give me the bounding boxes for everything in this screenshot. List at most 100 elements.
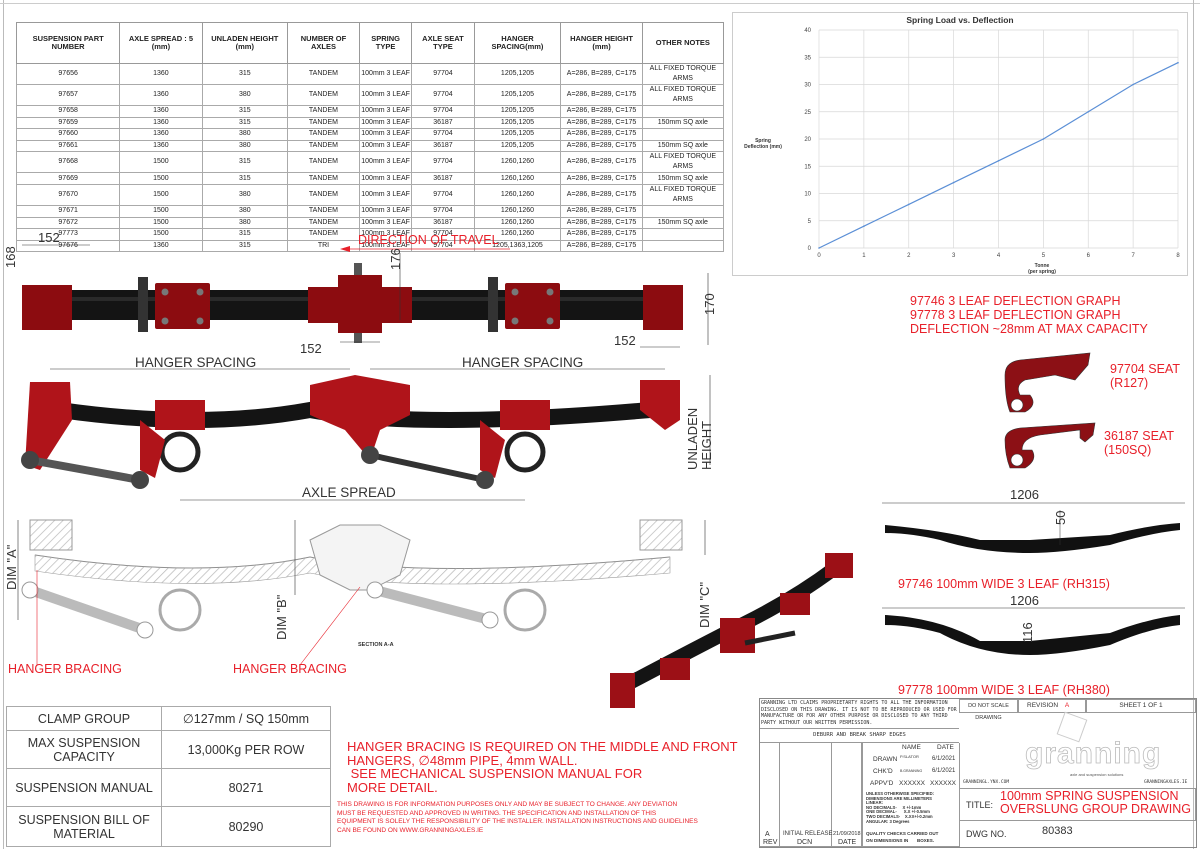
rear-axle-ubolt: [504, 431, 546, 473]
spec-table-cell: 97671: [15, 204, 121, 218]
front-hanger-side: [25, 382, 72, 470]
spec-table-cell: 380: [201, 84, 289, 106]
top-view-drawing: [22, 244, 709, 370]
chart-xtick-label: 6: [1087, 253, 1091, 259]
spec-table-cell: 36187: [411, 139, 475, 153]
website-left-link[interactable]: GRANNINGL.YNX.COM: [963, 780, 1010, 785]
spec-table-cell: 380: [201, 128, 289, 141]
bracing-note-line: SEE MECHANICAL SUSPENSION MANUAL FOR: [347, 766, 643, 781]
axle-spread-label: AXLE SPREAD: [302, 485, 396, 500]
spec-table-cell: ALL FIXED TORQUE ARMS: [641, 63, 725, 85]
spec-table-cell: A=286, B=289, C=175: [560, 84, 643, 106]
chart-xtick-label: 4: [997, 253, 1001, 259]
title-block: GRANNING LTD CLAIMS PROPRIETARTY RIGHTS …: [759, 698, 1197, 848]
spec-table-cell: ALL FIXED TORQUE ARMS: [641, 84, 725, 106]
chart-ytick-label: 15: [804, 164, 811, 170]
website-right-link[interactable]: GRANNINGAXLES.IE: [1144, 780, 1188, 785]
spec-table-cell: A=286, B=289, C=175: [560, 216, 643, 230]
spec-table-cell: 315: [201, 151, 289, 174]
dwg-no-label: DWG NO.: [966, 829, 1007, 839]
suspension-info-table: CLAMP GROUP∅127mm / SQ 150mm MAX SUSPENS…: [6, 706, 331, 847]
spec-table-cell: A=286, B=289, C=175: [560, 116, 643, 130]
disclaimer-line: CAN BE FOUND ON WWW.GRANNINGAXLES.IE: [337, 826, 484, 834]
disclaimer: THIS DRAWING IS FOR INFORMATION PURPOSES…: [337, 801, 698, 835]
hanger-bracing-center-label: HANGER BRACING: [233, 662, 347, 676]
tolerance-line: ANGULAR: 3 Degrees: [866, 818, 910, 824]
spec-table-cell: 100mm 3 LEAF: [358, 105, 413, 118]
chart-data-point: [818, 247, 820, 249]
spec-table-cell: 1500: [119, 216, 203, 230]
spec-table-cell: 1260,1260: [473, 183, 562, 206]
spec-column-header: OTHER NOTES: [641, 22, 725, 64]
spec-column-header: HANGER HEIGHT (mm): [560, 22, 643, 64]
rev-value: A: [765, 831, 770, 838]
sheet-number: SHEET 1 OF 1: [1086, 699, 1196, 713]
seat-97704-label: 97704 SEAT (R127): [1110, 362, 1180, 390]
spring-load-deflection-chart: Spring Load vs. Deflection Spring Deflec…: [732, 12, 1188, 276]
spec-table-cell: 1360: [119, 116, 203, 130]
spec-table-cell: 380: [201, 183, 289, 206]
chart-xlabel-line1: Tonne: [1035, 263, 1050, 269]
spec-table-cell: [641, 128, 725, 141]
spec-table-cell: ALL FIXED TORQUE ARMS: [641, 183, 725, 206]
spring1-length: 1206: [1010, 487, 1039, 502]
spec-table-cell: A=286, B=289, C=175: [560, 228, 643, 241]
spec-table-cell: A=286, B=289, C=175: [560, 183, 643, 206]
chart-data-point: [863, 225, 865, 227]
spec-table-cell: 315: [201, 172, 289, 185]
dim-b-label: DIM "B": [274, 594, 289, 640]
spec-table-cell: 150mm SQ axle: [641, 139, 725, 153]
title-label: TITLE:: [966, 800, 994, 810]
spec-table-cell: TANDEM: [287, 151, 360, 174]
tolerance-line: NO DECIMALS- X +/-1mm: [866, 804, 922, 810]
spec-table-cell: A=286, B=289, C=175: [560, 204, 643, 218]
disclaimer-line: MUST BE REQUESTED AND APPROVED IN WRITIN…: [337, 809, 657, 817]
spec-table-cell: 1500: [119, 204, 203, 218]
spec-table-cell: 97657: [15, 84, 121, 106]
spec-table-cell: TANDEM: [287, 139, 360, 153]
chkd-date: 6/1/2021: [932, 768, 956, 774]
spec-table-cell: 97660: [15, 128, 121, 141]
dim-right-width: 152: [614, 333, 636, 348]
drawn-date: 6/1/2021: [932, 756, 956, 762]
spec-table-cell: 1205,1205: [473, 128, 562, 141]
spec-table-cell: 97661: [15, 139, 121, 153]
spec-table-cell: 315: [201, 105, 289, 118]
spec-table-cell: 1500: [119, 151, 203, 174]
spec-column-header: HANGER SPACING(mm): [473, 22, 562, 64]
dim-left-width: 152: [38, 230, 60, 245]
spring-97778-shape: [885, 615, 1180, 655]
spec-table-cell: 100mm 3 LEAF: [358, 172, 413, 185]
spec-table-cell: [641, 228, 725, 241]
date-header: DATE: [937, 744, 954, 751]
spec-table-cell: 97704: [411, 228, 475, 241]
spec-table-cell: 1260,1260: [473, 216, 562, 230]
bracing-note-line: MORE DETAIL.: [347, 779, 438, 795]
tolerance-line: DIMENSIONS ARE MILLIMETERS: [866, 795, 932, 801]
spec-table-cell: A=286, B=289, C=175: [560, 151, 643, 174]
chart-data-point: [1042, 138, 1045, 140]
spec-table-cell: 97704: [411, 84, 475, 106]
deflection-note-3: DEFLECTION ~28mm AT MAX CAPACITY: [910, 322, 1148, 336]
chart-ytick-label: 30: [804, 83, 811, 89]
chart-ytick-label: 20: [804, 137, 811, 143]
chart-ytick-label: 5: [808, 219, 812, 225]
spec-table-cell: ALL FIXED TORQUE ARMS: [641, 151, 725, 174]
info-label: CLAMP GROUP: [6, 706, 162, 731]
spec-table-cell: [641, 239, 725, 253]
spec-table-cell: 1260,1260: [473, 151, 562, 174]
info-value: ∅127mm / SQ 150mm: [161, 706, 331, 731]
chart-ytick-label: 0: [808, 246, 812, 252]
spec-table-cell: TANDEM: [287, 204, 360, 218]
front-axle-clamp: [155, 283, 210, 329]
spec-table-cell: 1500: [119, 183, 203, 206]
granning-logo: granning: [1025, 737, 1162, 771]
spring-97778-drawing: [882, 607, 1185, 655]
center-hanger-side: [310, 375, 410, 460]
dcn-value: INITIAL RELEASE: [783, 831, 833, 837]
dim-center-width: 152: [300, 341, 322, 356]
spec-table-cell: 97670: [15, 183, 121, 206]
dwg-no-value: 80383: [1042, 825, 1073, 837]
